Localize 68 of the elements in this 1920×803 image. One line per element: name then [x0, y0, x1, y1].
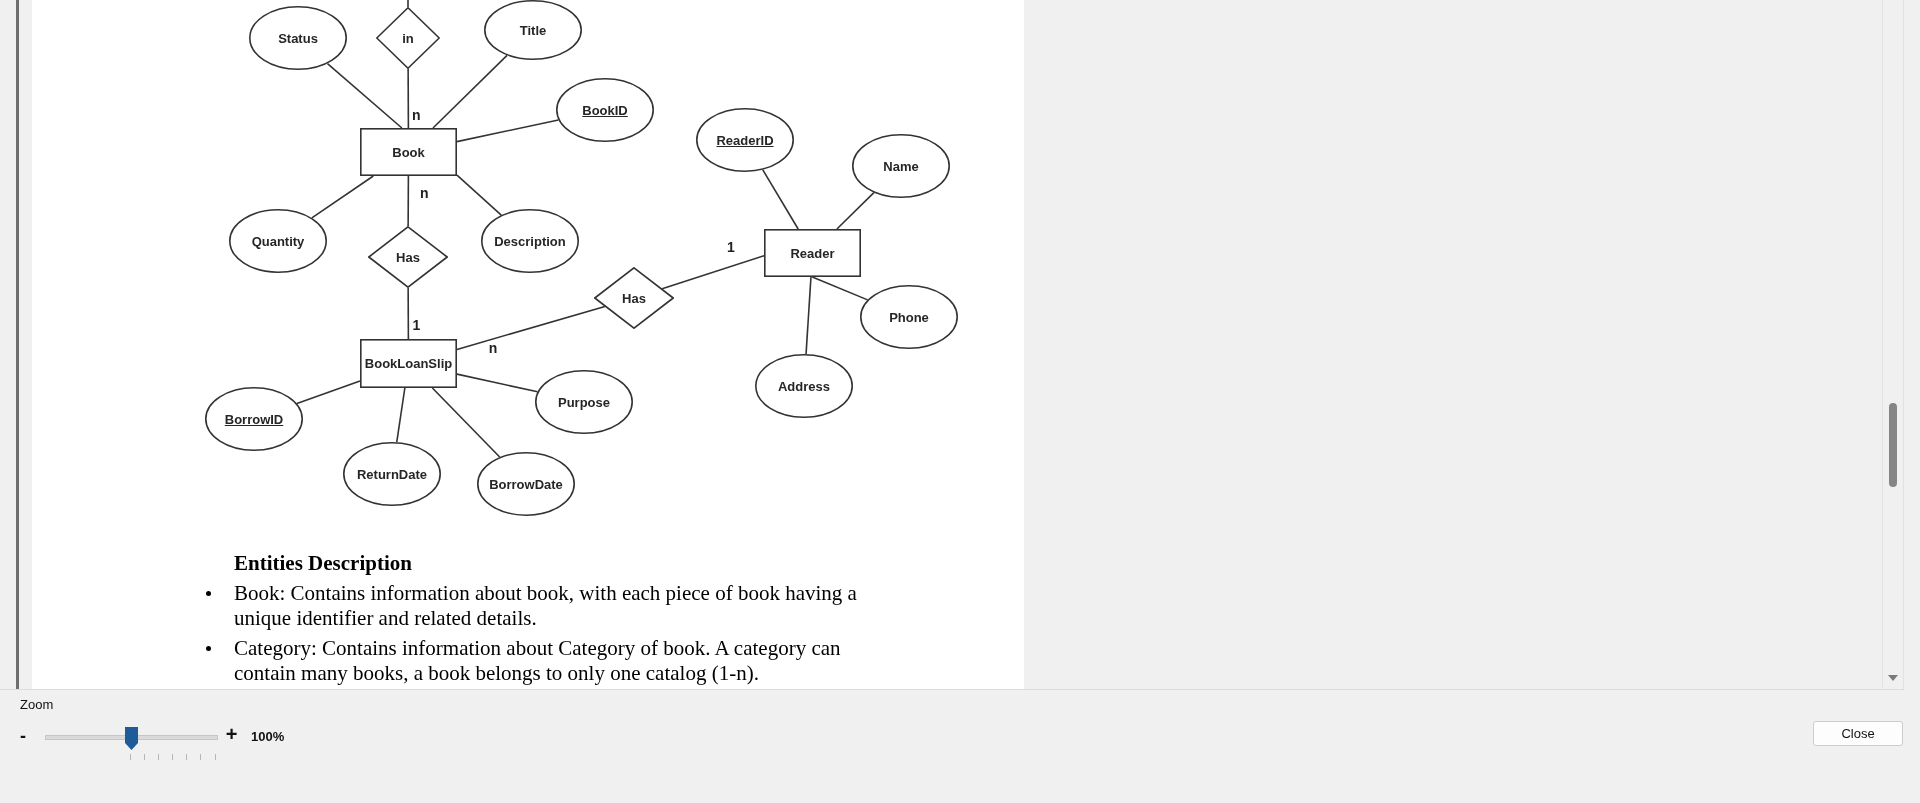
relationship-diamond	[594, 267, 674, 329]
cardinality-label: n	[487, 341, 499, 356]
attribute-ellipse	[755, 354, 853, 418]
relationship-name: in	[402, 30, 414, 46]
bullet-text: Book: Contains information about book, with each piece of book having a unique identifier and related details.	[234, 581, 858, 631]
connector-line	[456, 119, 560, 143]
attribute-name: BookID	[582, 102, 628, 118]
zoom-in-button: +	[223, 723, 240, 745]
connector-line	[836, 191, 875, 230]
attribute-ellipse	[852, 134, 950, 198]
cardinality-label: 1	[726, 239, 736, 254]
connector-line	[407, 0, 409, 8]
attribute-name: Purpose	[558, 394, 610, 410]
attribute-ellipse	[343, 442, 441, 506]
attribute-name: Description	[494, 233, 566, 249]
connector-line	[395, 387, 406, 443]
zoom-percent: 100%	[251, 729, 285, 745]
attribute-ellipse	[556, 78, 654, 142]
relationship-diamond	[376, 7, 440, 69]
connector-line	[432, 54, 508, 129]
section-heading: Entities Description	[234, 551, 412, 576]
entity-box	[764, 229, 861, 277]
relationship-name: Has	[622, 290, 646, 306]
cardinality-label: 1	[411, 318, 422, 332]
attribute-name: Title	[519, 22, 547, 38]
attribute-ellipse	[477, 452, 575, 516]
attribute-ellipse	[860, 285, 958, 349]
connector-line	[456, 305, 606, 351]
connector-line	[431, 387, 501, 458]
attribute-ellipse	[484, 0, 582, 60]
attribute-name: Quantity	[251, 233, 305, 249]
connector-line	[805, 276, 812, 355]
connector-line	[762, 169, 799, 230]
zoom-out-button: -	[16, 726, 30, 746]
entity-name: BookLoanSlip	[364, 356, 453, 371]
relationship-name: Has	[396, 249, 420, 265]
connector-line	[326, 62, 403, 129]
attribute-ellipse	[229, 209, 327, 273]
attribute-name: Name	[883, 158, 919, 174]
zoom-label: Zoom	[20, 697, 54, 713]
attribute-ellipse	[481, 209, 579, 273]
attribute-name: BorrowID	[224, 411, 284, 427]
connector-line	[456, 174, 503, 216]
entity-name: Book	[392, 144, 425, 160]
connector-line	[407, 175, 410, 227]
bullet-text: Category: Contains information about Category of book. A category can contain many books, a book belongs to only one catalog (1-n).	[234, 636, 842, 686]
attribute-ellipse	[205, 387, 303, 451]
attribute-name: Status	[278, 30, 318, 46]
attribute-name: ReaderID	[716, 132, 774, 148]
connector-line	[296, 380, 361, 405]
entity-box	[360, 128, 457, 176]
attribute-ellipse	[535, 370, 633, 434]
attribute-ellipse	[696, 108, 794, 172]
attribute-name: Address	[778, 378, 830, 394]
connector-line	[456, 373, 539, 393]
connector-line	[811, 276, 869, 301]
connector-line	[661, 254, 765, 290]
relationship-diamond	[368, 226, 448, 288]
connector-line	[407, 68, 410, 129]
connector-line	[311, 175, 375, 219]
entity-name: Reader	[790, 245, 835, 261]
close-button: Close	[1813, 721, 1903, 746]
attribute-ellipse	[249, 6, 347, 70]
entity-box	[360, 339, 457, 388]
attribute-name: BorrowDate	[489, 476, 563, 492]
attribute-name: ReturnDate	[356, 466, 428, 482]
attribute-name: Phone	[889, 309, 929, 325]
connector-line	[407, 287, 410, 340]
